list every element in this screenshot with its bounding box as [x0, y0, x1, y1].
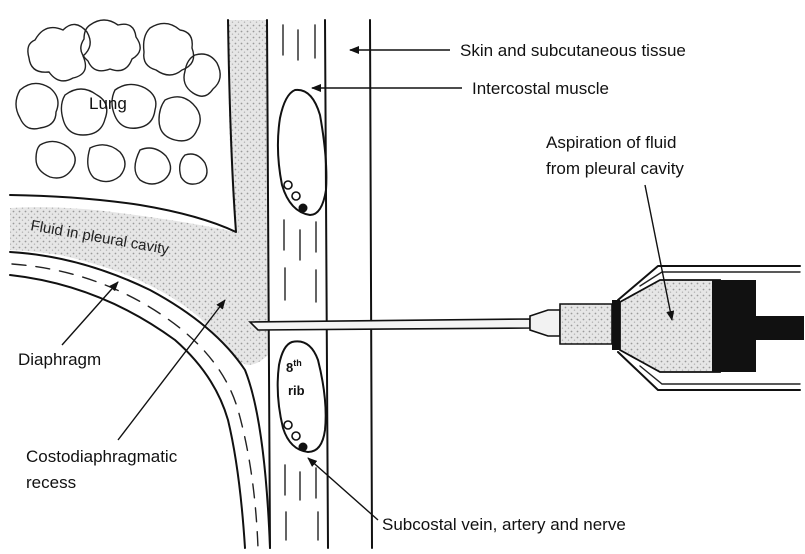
intercostal-muscle-label: Intercostal muscle	[472, 79, 609, 98]
needle-hub	[530, 310, 560, 336]
skin-label: Skin and subcutaneous tissue	[460, 41, 686, 60]
diaphragm-arrow	[62, 282, 118, 345]
syringe-collar	[612, 300, 620, 350]
syringe-plunger-rod	[756, 316, 804, 340]
upper-rib	[278, 90, 326, 215]
syringe-plunger	[712, 280, 756, 372]
skin-surface-line	[370, 20, 372, 548]
aspiration-label-line2: from pleural cavity	[546, 159, 684, 178]
needle	[250, 319, 530, 330]
chest-wall-muscle-edge	[325, 20, 328, 548]
syringe-barrel	[620, 280, 720, 372]
subcostal-arrow	[308, 458, 378, 520]
svg-text:8th: 8th	[286, 358, 302, 375]
subcostal-label: Subcostal vein, artery and nerve	[382, 515, 626, 534]
costodiaphragmatic-label-line1: Costodiaphragmatic	[26, 447, 178, 466]
eighth-rib-label: 8th rib	[286, 358, 305, 398]
aspiration-label-line1: Aspiration of fluid	[546, 133, 676, 152]
syringe-tip	[560, 304, 612, 344]
costodiaphragmatic-label-line2: recess	[26, 473, 76, 492]
svg-text:rib: rib	[288, 383, 305, 398]
lung-label: Lung	[89, 94, 127, 113]
diaphragm-label: Diaphragm	[18, 350, 101, 369]
